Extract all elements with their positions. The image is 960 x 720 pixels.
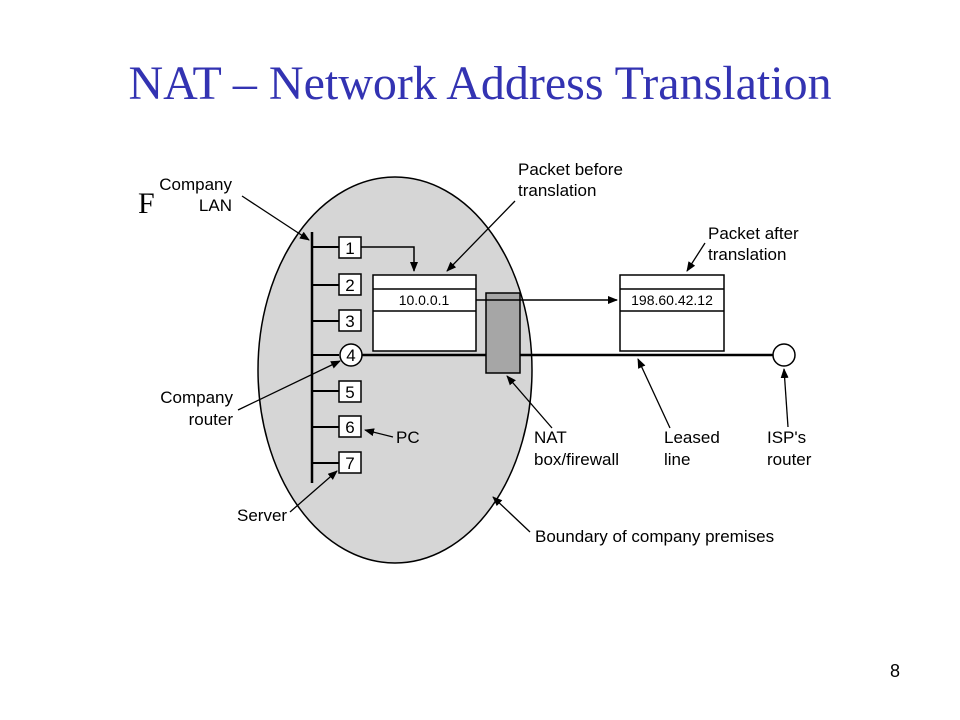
svg-text:Company: Company xyxy=(160,388,233,407)
svg-text:Packet after: Packet after xyxy=(708,224,799,243)
company-router-arrow xyxy=(237,360,341,411)
nat-box-label: NAT box/firewall xyxy=(534,428,619,469)
leased-line-arrow xyxy=(637,358,671,429)
svg-text:Packet before: Packet before xyxy=(518,160,623,179)
company-router-node: 4 xyxy=(339,343,363,367)
nat-box-arrow xyxy=(506,375,553,429)
nat-box-firewall xyxy=(485,292,521,374)
company-router-label: Company router xyxy=(160,388,233,429)
svg-text:6: 6 xyxy=(345,418,354,437)
host-3: 3 xyxy=(338,309,362,332)
company-lan-arrow xyxy=(241,195,310,241)
svg-text:translation: translation xyxy=(518,181,596,200)
host-5: 5 xyxy=(338,380,362,403)
packet-before-translation: 10.0.0.1 xyxy=(372,274,477,352)
boundary-label: Boundary of company premises xyxy=(535,527,774,546)
svg-text:2: 2 xyxy=(345,276,354,295)
packet-before-address: 10.0.0.1 xyxy=(399,292,450,308)
svg-text:LAN: LAN xyxy=(199,196,232,215)
packet-before-arrow xyxy=(446,200,516,272)
packet-after-address: 198.60.42.12 xyxy=(631,292,713,308)
svg-text:translation: translation xyxy=(708,245,786,264)
svg-text:1: 1 xyxy=(345,239,354,258)
host-1: 1 xyxy=(338,236,362,259)
host1-to-packet-arrow xyxy=(361,246,418,272)
packet-before-label: Packet before translation xyxy=(518,160,623,200)
svg-text:box/firewall: box/firewall xyxy=(534,450,619,469)
leased-line-label: Leased line xyxy=(664,428,720,469)
svg-text:router: router xyxy=(189,410,234,429)
svg-text:Leased: Leased xyxy=(664,428,720,447)
isp-router-arrow xyxy=(780,368,789,428)
svg-text:NAT: NAT xyxy=(534,428,567,447)
pc-label: PC xyxy=(396,428,420,447)
svg-text:router: router xyxy=(767,450,812,469)
isp-router-label: ISP's router xyxy=(767,428,812,469)
slide-number: 8 xyxy=(889,661,900,681)
svg-text:7: 7 xyxy=(345,454,354,473)
server-arrow xyxy=(289,470,338,513)
svg-text:ISP's: ISP's xyxy=(767,428,806,447)
svg-text:3: 3 xyxy=(345,312,354,331)
cut-off-text-fragment: F xyxy=(138,187,155,220)
company-lan-label: Company LAN xyxy=(159,175,232,215)
host-2: 2 xyxy=(338,273,362,296)
server-label: Server xyxy=(237,506,287,525)
host-7-server: 7 xyxy=(338,451,362,474)
svg-text:line: line xyxy=(664,450,690,469)
slide-title: NAT – Network Address Translation xyxy=(128,57,832,110)
svg-text:5: 5 xyxy=(345,383,354,402)
host-6-pc: 6 xyxy=(338,415,362,438)
boundary-arrow xyxy=(492,496,531,533)
pc-arrow xyxy=(364,428,394,438)
packet-after-label: Packet after translation xyxy=(708,224,799,264)
isp-router-node xyxy=(772,343,796,367)
packet-after-translation: 198.60.42.12 xyxy=(619,274,725,352)
svg-text:Company: Company xyxy=(159,175,232,194)
packet-after-arrow xyxy=(686,242,706,272)
company-premises-boundary xyxy=(257,176,533,564)
svg-text:4: 4 xyxy=(346,346,355,365)
